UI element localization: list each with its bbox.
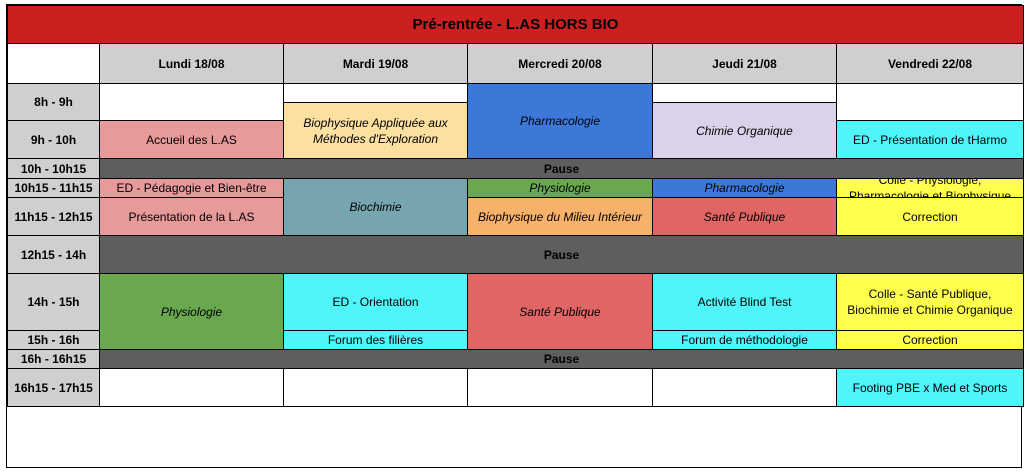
event-tuesday-biochimie: Biochimie: [283, 178, 468, 236]
event-thursday-sante-publique: Santé Publique: [652, 197, 837, 236]
empty-cell: [836, 83, 1024, 121]
event-friday-ed-tharmo: ED - Présentation de tHarmo: [836, 120, 1024, 159]
event-friday-colle-1: Colle - Physiologie, Pharmacologie et Bi…: [836, 178, 1024, 198]
event-monday-ed-pedagogie: ED - Pédagogie et Bien-être: [99, 178, 284, 198]
day-header-monday: Lundi 18/08: [99, 43, 284, 84]
day-header-wednesday: Mercredi 20/08: [467, 43, 653, 84]
time-slot-15h: 15h - 16h: [7, 330, 100, 350]
event-monday-accueil: Accueil des L.AS: [99, 120, 284, 159]
event-tuesday-biophysique-appliquee: Biophysique Appliquée aux Méthodes d'Exp…: [283, 102, 468, 159]
time-slot-16h15: 16h15 - 17h15: [7, 368, 100, 407]
empty-cell: [99, 83, 284, 121]
event-tuesday-forum-filieres: Forum des filières: [283, 330, 468, 350]
event-monday-physiologie: Physiologie: [99, 273, 284, 350]
empty-cell: [283, 83, 468, 103]
empty-cell: [99, 368, 284, 407]
day-header-thursday: Jeudi 21/08: [652, 43, 837, 84]
event-friday-correction-2: Correction: [836, 330, 1024, 350]
time-slot-16h: 16h - 16h15: [7, 349, 100, 369]
empty-cell: [283, 368, 468, 407]
event-thursday-blind-test: Activité Blind Test: [652, 273, 837, 331]
time-slot-11h15: 11h15 - 12h15: [7, 197, 100, 236]
event-thursday-forum-methodologie: Forum de méthodologie: [652, 330, 837, 350]
event-thursday-pharmacologie: Pharmacologie: [652, 178, 837, 198]
schedule-title: Pré-rentrée - L.AS HORS BIO: [7, 5, 1024, 44]
day-header-tuesday: Mardi 19/08: [283, 43, 468, 84]
pause-band-lunch: Pause: [99, 235, 1024, 274]
event-thursday-chimie-organique: Chimie Organique: [652, 102, 837, 159]
event-wednesday-physiologie: Physiologie: [467, 178, 653, 198]
event-wednesday-sante-publique: Santé Publique: [467, 273, 653, 350]
time-slot-8h: 8h - 9h: [7, 83, 100, 121]
time-slot-10h: 10h - 10h15: [7, 158, 100, 179]
schedule-table: Pré-rentrée - L.AS HORS BIO Lundi 18/08 …: [6, 4, 1024, 468]
day-header-friday: Vendredi 22/08: [836, 43, 1024, 84]
empty-cell: [467, 368, 653, 407]
event-friday-correction-1: Correction: [836, 197, 1024, 236]
empty-cell: [652, 368, 837, 407]
event-friday-colle-2: Colle - Santé Publique, Biochimie et Chi…: [836, 273, 1024, 331]
event-wednesday-biophysique-milieu: Biophysique du Milieu Intérieur: [467, 197, 653, 236]
empty-cell: [652, 83, 837, 103]
time-slot-9h: 9h - 10h: [7, 120, 100, 159]
time-slot-14h: 14h - 15h: [7, 273, 100, 331]
pause-band-afternoon: Pause: [99, 349, 1024, 369]
event-monday-presentation: Présentation de la L.AS: [99, 197, 284, 236]
pause-band-morning: Pause: [99, 158, 1024, 179]
corner-cell: [7, 43, 100, 84]
time-slot-10h15: 10h15 - 11h15: [7, 178, 100, 198]
time-slot-12h15: 12h15 - 14h: [7, 235, 100, 274]
event-friday-footing: Footing PBE x Med et Sports: [836, 368, 1024, 407]
event-wednesday-pharmacologie: Pharmacologie: [467, 83, 653, 159]
event-tuesday-ed-orientation: ED - Orientation: [283, 273, 468, 331]
